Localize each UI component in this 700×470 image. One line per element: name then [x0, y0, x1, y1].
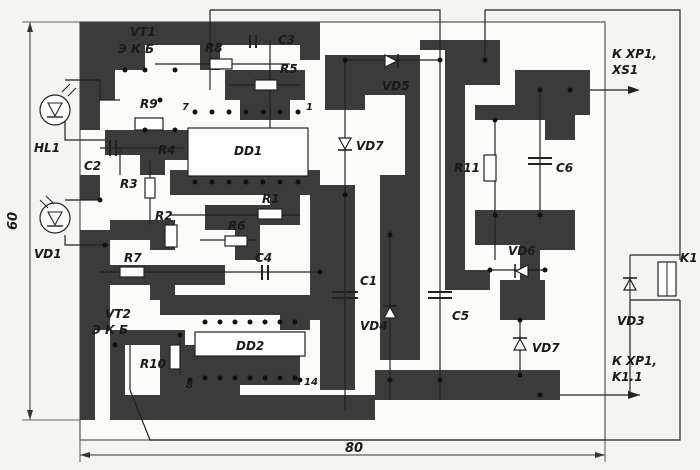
component-labels: VT1 Э К Б R8 C3 R5 R9 R4 DD1 C2 R3 R2 R6… — [34, 25, 698, 391]
connection-arrows — [628, 86, 640, 399]
label-c4: C4 — [255, 251, 272, 265]
label-c1: C1 — [360, 274, 377, 288]
label-vd4: VD4 — [360, 319, 388, 333]
label-c5: C5 — [452, 309, 469, 323]
dimension-width: 80 — [79, 440, 606, 462]
capacitors — [109, 35, 552, 299]
label-r3: R3 — [120, 177, 138, 191]
resistor-r7 — [119, 266, 145, 278]
label-c6: C6 — [556, 161, 573, 175]
resistor-r3 — [144, 177, 156, 199]
capacitor-c4 — [261, 265, 269, 280]
label-c2: C2 — [84, 159, 101, 173]
label-vt1: VT1 — [130, 25, 156, 39]
resistors — [119, 58, 497, 370]
label-r11: R11 — [454, 161, 480, 175]
label-vt1-pins: Э К Б — [118, 42, 154, 56]
relay-k1 — [630, 254, 680, 301]
label-vd6: VD6 — [508, 244, 536, 258]
label-pin-1: 1 — [306, 102, 313, 113]
capacitor-c1 — [332, 291, 358, 299]
ic-dd2 — [194, 319, 306, 381]
label-xp1-top-1: К XP1, — [612, 47, 657, 61]
resistor-r11 — [483, 154, 497, 182]
label-vt2: VT2 — [105, 307, 131, 321]
solder-pads — [97, 57, 573, 398]
capacitor-c5 — [428, 291, 452, 299]
resistor-r8 — [209, 58, 233, 70]
label-r2: R2 — [155, 209, 173, 223]
resistor-r10 — [169, 344, 181, 370]
label-xp1-bottom-2: K1.1 — [612, 370, 643, 384]
label-r6: R6 — [228, 219, 246, 233]
diode-vd6 — [514, 264, 529, 278]
diode-vd7-top — [337, 137, 353, 151]
label-k1: K1 — [680, 251, 698, 265]
label-pin-14: 14 — [304, 377, 318, 388]
copper-traces — [80, 22, 590, 420]
label-vt2-pins: Э К Б — [92, 323, 128, 337]
dimension-height: 60 — [6, 21, 80, 421]
label-r4: R4 — [158, 143, 176, 157]
label-pin-7: 7 — [182, 102, 189, 113]
label-r7: R7 — [124, 251, 142, 265]
resistor-r1 — [257, 208, 283, 220]
label-hl1: HL1 — [34, 141, 60, 155]
ic-dd1 — [187, 109, 309, 185]
label-r9: R9 — [140, 97, 158, 111]
led-hl1 — [39, 83, 77, 126]
width-dim-label: 80 — [345, 441, 363, 456]
capacitor-c2 — [109, 140, 117, 156]
resistor-r6 — [224, 235, 248, 247]
diodes — [337, 54, 638, 351]
label-xp1-bottom-1: К XP1, — [612, 354, 657, 368]
label-dd2: DD2 — [236, 339, 264, 353]
height-dim-label: 60 — [6, 212, 21, 230]
label-vd7-top: VD7 — [356, 139, 384, 153]
label-vd7-bottom: VD7 — [532, 341, 560, 355]
diode-vd3 — [622, 255, 638, 300]
diode-vd5 — [384, 54, 399, 68]
resistor-r5 — [254, 79, 278, 91]
capacitor-c6 — [528, 157, 552, 165]
resistor-r9 — [134, 117, 164, 131]
resistor-r2 — [164, 224, 178, 248]
photodiode-vd1 — [39, 195, 71, 234]
label-c3: C3 — [278, 33, 295, 47]
label-r5: R5 — [280, 62, 298, 76]
label-vd5: VD5 — [382, 79, 410, 93]
label-r10: R10 — [140, 357, 166, 371]
label-vd3: VD3 — [617, 314, 645, 328]
diode-vd7-bottom — [512, 337, 528, 351]
label-vd1: VD1 — [34, 247, 62, 261]
diode-vd4 — [382, 305, 398, 319]
label-pin-8: 8 — [186, 380, 193, 391]
label-dd1: DD1 — [234, 144, 262, 158]
label-xp1-top-2: XS1 — [611, 63, 638, 77]
label-r8: R8 — [205, 41, 223, 55]
capacitor-c3 — [249, 35, 257, 48]
label-r1: R1 — [262, 192, 280, 206]
